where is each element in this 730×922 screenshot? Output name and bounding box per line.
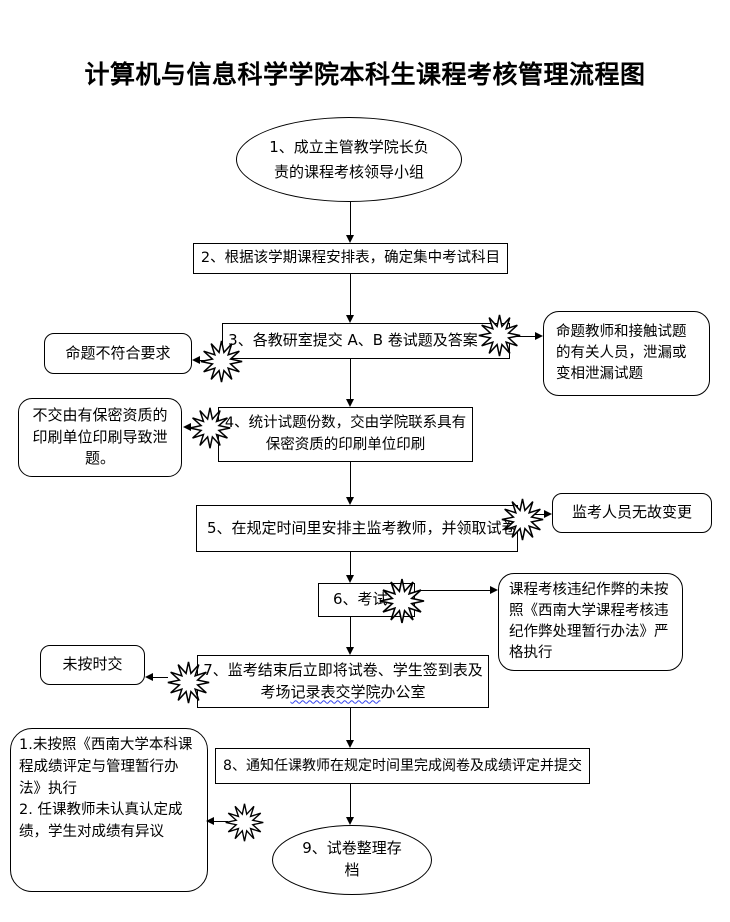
step-4-label: 4、统计试题份数，交由学院联系具有保密资质的印刷单位印刷 (224, 415, 467, 453)
arrow-down-icon (346, 399, 354, 407)
arrow-down-icon (346, 740, 354, 748)
arrow-down-icon (346, 315, 354, 323)
arrow-right-icon (535, 332, 543, 340)
note-proposition-invalid: 命题不符合要求 (44, 333, 192, 374)
burst-icon (378, 577, 426, 625)
flow-connector (153, 677, 168, 678)
step-3-label: 3、各教研室提交 A、B 卷试题及答案 (228, 331, 478, 350)
flow-connector (508, 336, 536, 337)
step-6-label: 6、考试 (333, 590, 388, 609)
flow-connector (350, 708, 351, 740)
arrow-down-icon (346, 235, 354, 243)
flowchart-title: 计算机与信息科学学院本科生课程考核管理流程图 (84, 60, 646, 89)
step-5-label: 5、在规定时间里安排主监考教师，并领取试卷 (207, 518, 517, 537)
step-7-underlined-text: 记录表交学院 (290, 682, 381, 701)
burst-icon (500, 497, 545, 542)
burst-icon (166, 660, 211, 705)
note-late-submission: 未按时交 (40, 645, 145, 685)
start-node-label: 1、成立主管教学院长负责的课程考核领导小组 (269, 137, 429, 181)
step-5-box: 5、在规定时间里安排主监考教师，并领取试卷 (196, 505, 518, 552)
step-7-box: 7、监考结束后立即将试卷、学生签到表及考场记录表交学院办公室 (197, 655, 489, 708)
arrow-right-icon (544, 510, 552, 518)
step-4-box: 4、统计试题份数，交由学院联系具有保密资质的印刷单位印刷 (218, 407, 473, 462)
flow-connector (214, 821, 228, 822)
step-8-label: 8、通知任课教师在规定时间里完成阅卷及成绩评定并提交 (223, 757, 582, 774)
arrow-down-icon (346, 497, 354, 505)
burst-icon (188, 406, 232, 450)
burst-icon (477, 313, 522, 358)
burst-icon (199, 339, 244, 384)
note-cheating-policy-label: 课程考核违纪作弊的未按照《西南大学课程考核违纪作弊处理暂行办法》严格执行 (509, 581, 669, 662)
note-proposition-invalid-label: 命题不符合要求 (65, 343, 171, 362)
step-7-text-after: 办公室 (380, 682, 426, 701)
arrow-down-icon (346, 575, 354, 583)
note-leak-by-teachers: 命题教师和接触试题的有关人员，泄漏或变相泄漏试题 (543, 311, 710, 396)
step-2-box: 2、根据该学期课程安排表，确定集中考试科目 (193, 243, 508, 274)
flow-connector (350, 462, 351, 497)
arrow-down-icon (346, 647, 354, 655)
note-cheating-policy: 课程考核违纪作弊的未按照《西南大学课程考核违纪作弊处理暂行办法》严格执行 (498, 573, 683, 671)
flow-connector (350, 784, 351, 817)
note-proctor-change: 监考人员无故变更 (552, 493, 712, 533)
arrow-right-icon (490, 586, 498, 594)
flow-connector (420, 590, 491, 591)
end-node: 9、试卷整理存档 (272, 825, 432, 895)
arrow-left-icon (183, 423, 191, 431)
flow-connector (350, 359, 351, 399)
end-node-label: 9、试卷整理存档 (302, 839, 402, 879)
note-grading-issue-1: 1.未按照《西南大学本科课程成绩评定与管理暂行办法》执行 (19, 737, 193, 797)
note-proctor-change-label: 监考人员无故变更 (571, 503, 692, 522)
step-3-box: 3、各教研室提交 A、B 卷试题及答案 (222, 323, 510, 359)
note-leak-by-teachers-label: 命题教师和接触试题的有关人员，泄漏或变相泄漏试题 (556, 323, 687, 382)
start-node: 1、成立主管教学院长负责的课程考核领导小组 (236, 117, 462, 202)
step-7-text-before: 7、监考结束后立即将试卷、学生签到表及考场 (203, 660, 483, 701)
arrow-left-icon (145, 673, 153, 681)
arrow-down-icon (346, 817, 354, 825)
step-2-label: 2、根据该学期课程安排表，确定集中考试科目 (200, 249, 501, 266)
note-print-leak: 不交由有保密资质的印刷单位印刷导致泄题。 (18, 398, 182, 477)
arrow-left-icon (192, 356, 200, 364)
flow-connector (350, 202, 351, 235)
step-7-label: 7、监考结束后立即将试卷、学生签到表及考场记录表交学院办公室 (198, 660, 488, 704)
burst-icon (224, 802, 265, 843)
note-late-submission-label: 未按时交 (62, 655, 123, 674)
arrow-left-icon (206, 817, 214, 825)
flow-connector (350, 617, 351, 647)
note-grading-issue-2: 2. 任课教师未认真认定成绩，学生对成绩有异议 (19, 802, 183, 840)
flow-connector (350, 274, 351, 315)
step-8-box: 8、通知任课教师在规定时间里完成阅卷及成绩评定并提交 (215, 748, 590, 784)
note-grading-issues: 1.未按照《西南大学本科课程成绩评定与管理暂行办法》执行 2. 任课教师未认真认… (10, 728, 208, 892)
note-print-leak-label: 不交由有保密资质的印刷单位印刷导致泄题。 (32, 405, 168, 468)
flow-connector (350, 552, 351, 575)
